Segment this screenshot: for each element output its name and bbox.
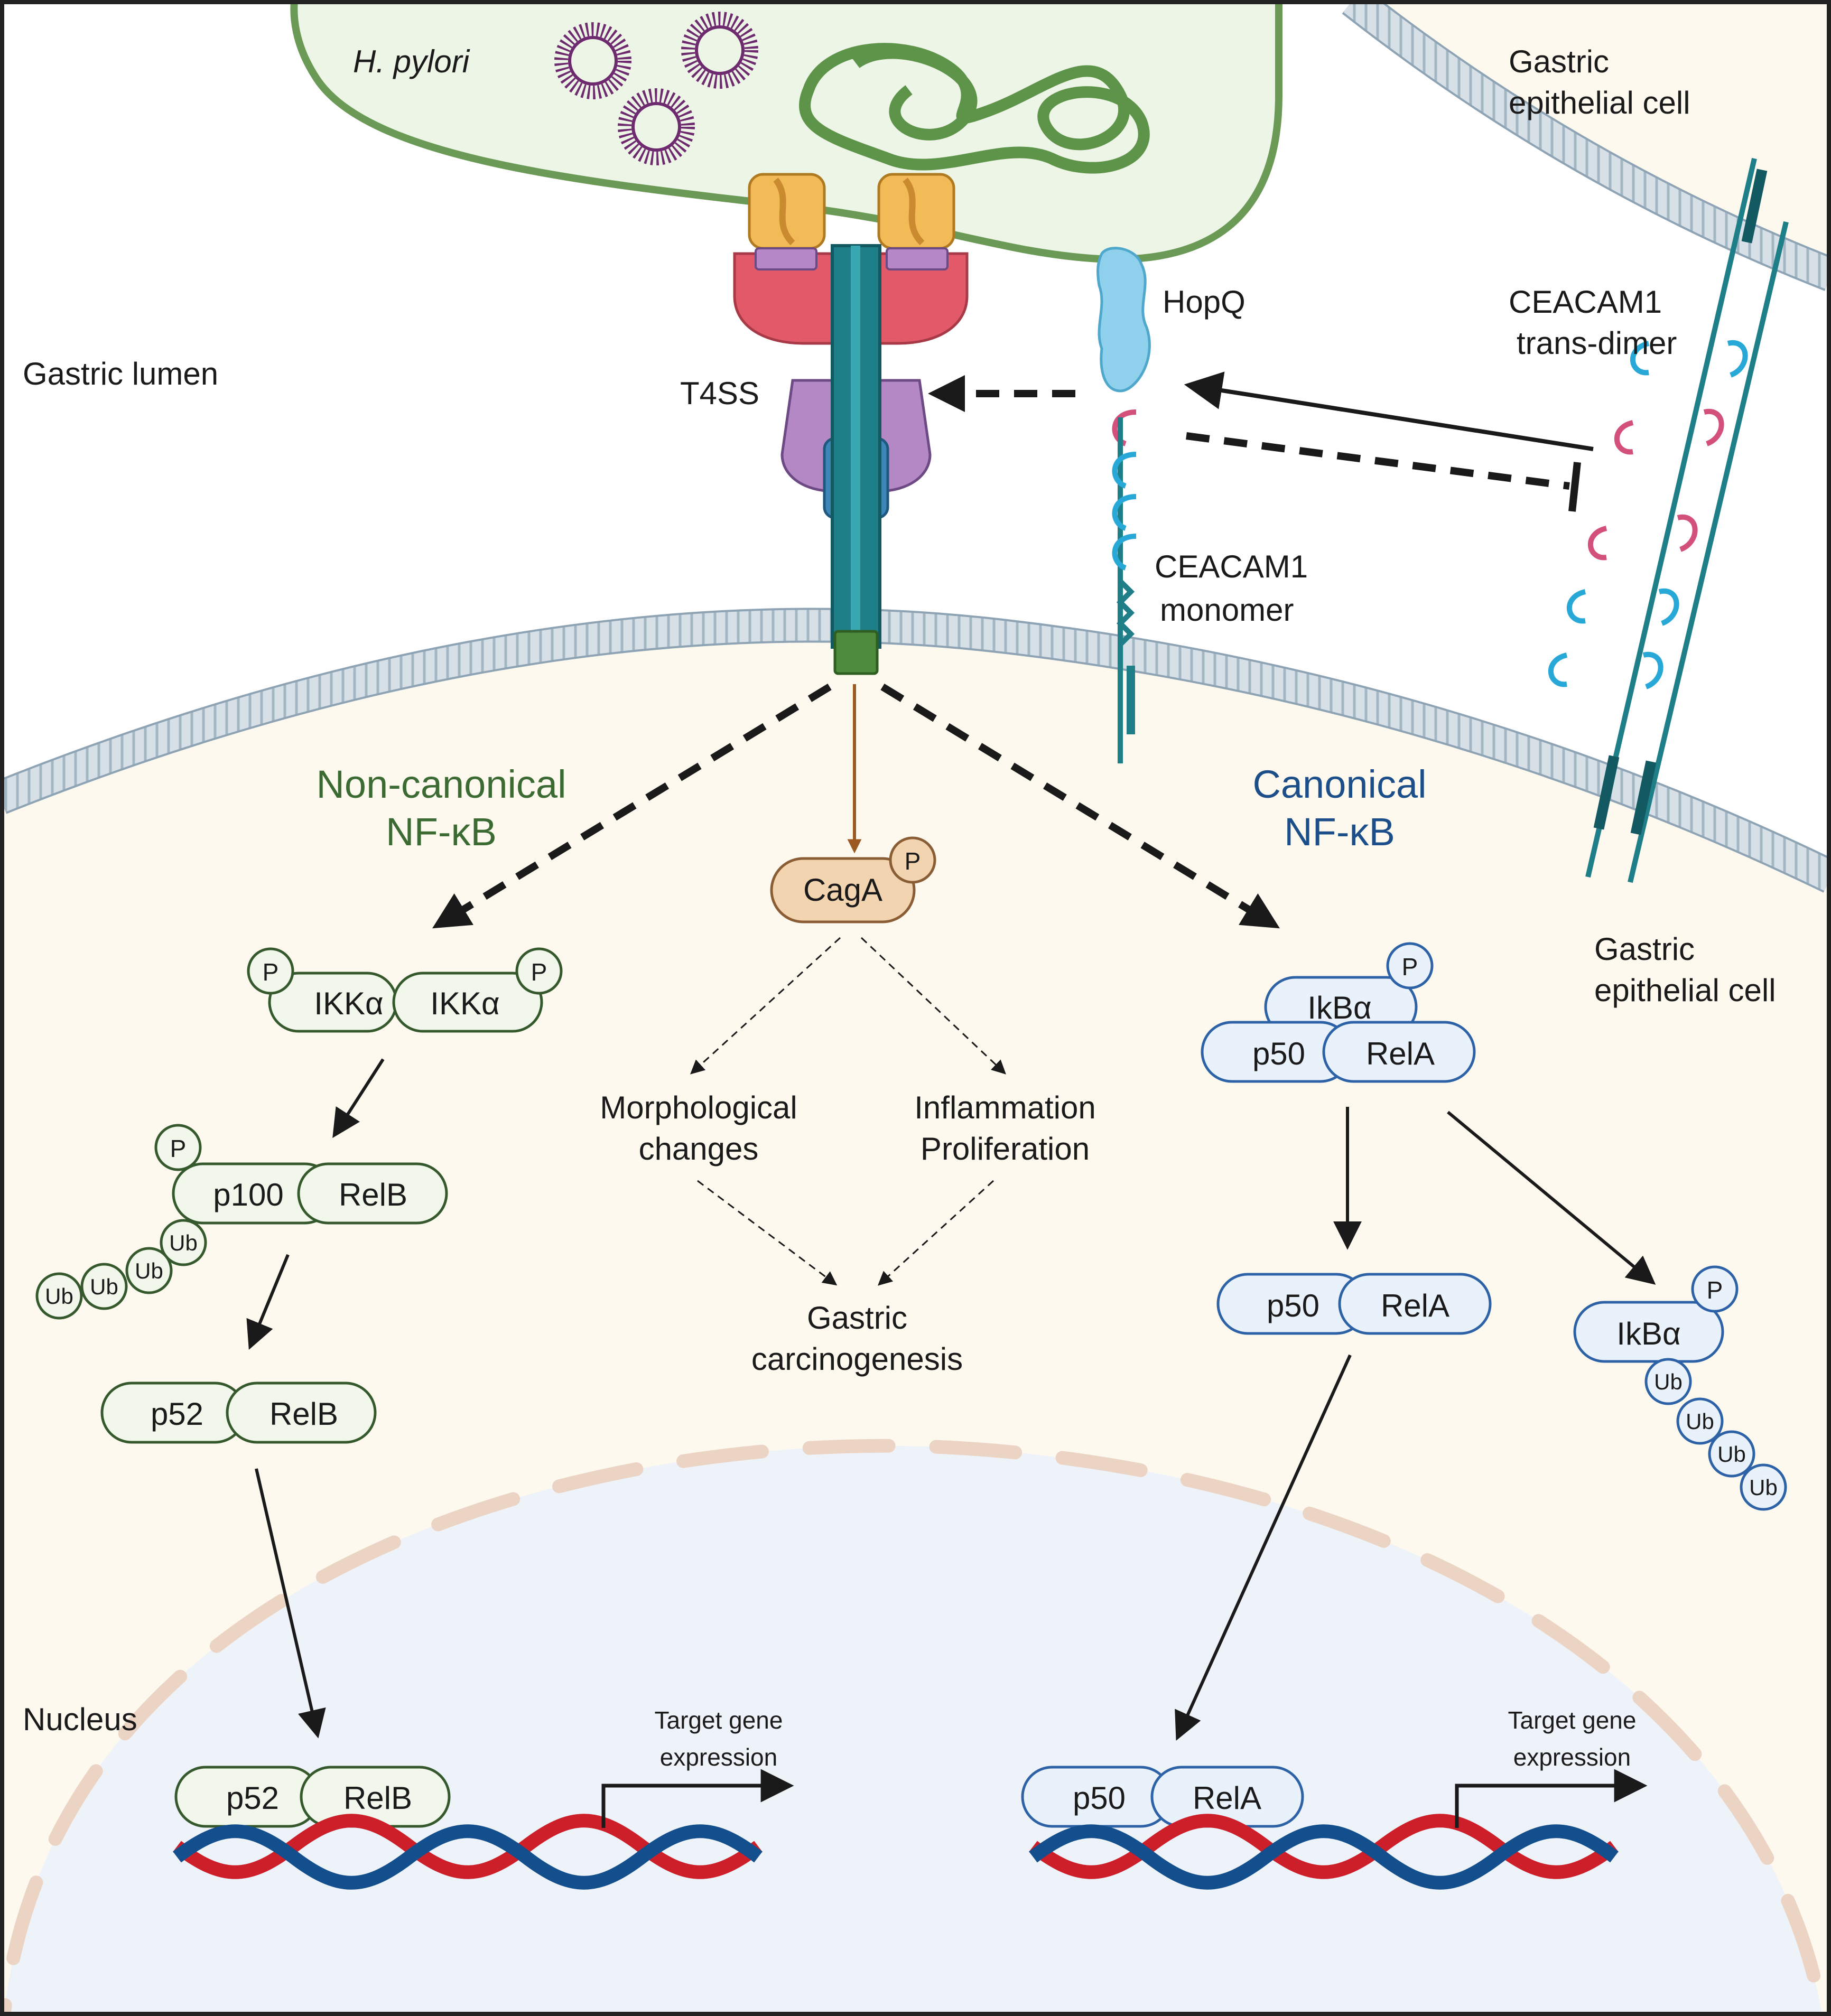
hopq-label: HopQ [1163,284,1246,320]
t4ss-complex [733,173,969,675]
outer-membrane-vesicles [554,12,758,165]
dna-double-helix-right [1029,1814,1619,1890]
arrow-p100-to-p52 [246,1254,290,1350]
arrow-ikka-to-p100 [332,1058,385,1138]
target-gene-left-1: Target gene [655,1706,783,1734]
caga-label: CagA [803,872,882,908]
p52-relb-complex: p52 RelB [100,1382,377,1444]
p100-label: p100 [213,1177,283,1212]
noncanonical-title-2: NF-κB [386,810,497,854]
rela-label-3: RelA [1193,1780,1261,1816]
arrow-t4ss-to-noncanonical [432,684,832,929]
target-gene-left-2: expression [660,1743,777,1771]
transcription-start-arrow-left [601,1769,794,1828]
ub-label-6: Ub [1686,1409,1714,1434]
gastric-cell-right-label-1: Gastric [1594,931,1695,967]
p100-ubiquitin-chain: Ub Ub Ub Ub [35,1219,207,1320]
p100-relb-complex: p100 RelB P [154,1124,448,1225]
arrow-p52-to-nucleus [255,1468,326,1739]
arrow-morph-to-carcino [697,1180,838,1286]
ceacam1-monomer-label-2: monomer [1160,592,1294,628]
bacterial-chromosome [799,43,1150,174]
p52-relb-nuclear: p52 RelB [174,1766,451,1828]
relb-label-3: RelB [343,1780,412,1816]
arrow-caga-to-morph [690,937,841,1075]
ub-label-4: Ub [45,1284,73,1309]
arrow-complex-to-ikba [1447,1110,1656,1285]
p50-label-2: p50 [1267,1288,1319,1323]
arrow-p50-rela-to-nucleus [1175,1354,1352,1741]
nuclear-envelope [0,1439,1829,2016]
ceacam1-receptor [1112,409,1137,763]
ikka-label-2: IKKα [430,986,499,1021]
inhibit-bar [1568,462,1581,512]
relb-label-2: RelB [269,1396,338,1432]
arrow-infl-to-carcino [878,1180,994,1286]
ikba-label-2: IkBα [1616,1316,1680,1351]
ceacam1-monomer-label-1: CEACAM1 [1155,549,1308,584]
arrow-t4ss-to-canonical [880,684,1280,929]
p50-label-1: p50 [1252,1036,1305,1071]
transcription-start-arrow-right [1455,1769,1648,1828]
ub-label-1: Ub [169,1230,198,1255]
nucleus-label: Nucleus [23,1702,137,1737]
carcinogenesis-label-2: carcinogenesis [751,1341,963,1377]
ikka-phospho-2: P [531,958,547,986]
morph-label-2: changes [639,1131,759,1166]
p52-label-2: p52 [226,1780,279,1816]
p50-rela-cytoplasm: p50 RelA [1216,1273,1492,1335]
ikka-dimer: IKKα IKKα P P [247,947,563,1033]
ceacam1-trans-label-1: CEACAM1 [1509,284,1662,320]
ub-label-2: Ub [135,1258,163,1283]
gastric-lumen-label: Gastric lumen [23,356,218,391]
ikka-label-1: IKKα [314,986,383,1021]
p100-phospho: P [170,1135,187,1162]
ikba-p50-rela-complex: P IkBα p50 RelA [1201,942,1476,1083]
relb-label-1: RelB [339,1177,407,1212]
h-pylori-label: H. pylori [353,44,470,79]
morph-label-1: Morphological [600,1090,797,1125]
rela-label-1: RelA [1366,1036,1435,1071]
ikka-phospho-1: P [263,958,279,986]
dna-double-helix [173,1814,763,1890]
ikba-phospho-2: P [1707,1276,1723,1304]
t4ss-label: T4SS [680,376,759,411]
ceacam1-trans-label-2: trans-dimer [1517,325,1677,361]
canonical-title-1: Canonical [1252,762,1426,806]
ub-label-7: Ub [1717,1442,1746,1467]
gastric-cell-top-label-1: Gastric [1509,44,1609,79]
ikba-label-1: IkBα [1307,990,1371,1025]
gastric-cell-top-label-2: epithelial cell [1509,85,1690,120]
carcinogenesis-label-1: Gastric [807,1300,907,1336]
caga-protein: CagA P [770,836,936,923]
target-gene-right-2: expression [1513,1743,1631,1771]
gastric-cell-right-label-2: epithelial cell [1594,973,1776,1008]
p50-rela-nuclear: p50 RelA [1021,1766,1304,1828]
ub-label-5: Ub [1654,1369,1683,1394]
ikba-ubiquitin-chain: Ub Ub Ub Ub [1644,1358,1787,1511]
ub-label-3: Ub [90,1274,118,1299]
arrow-transdimer-to-hopq [1184,371,1594,451]
inflammation-label: Inflammation [914,1090,1095,1125]
ub-label-8: Ub [1749,1475,1778,1500]
p52-label-1: p52 [151,1396,203,1432]
ikba-degraded: IkBα P [1573,1265,1739,1363]
inhibit-transdimer-to-monomer [1186,432,1570,490]
caga-phospho-label: P [905,847,921,875]
noncanonical-title-1: Non-canonical [316,762,566,806]
arrow-caga-to-infl [860,937,1006,1075]
target-gene-right-1: Target gene [1508,1706,1637,1734]
hopq-adhesin [1096,247,1151,393]
ikba-phospho-1: P [1402,953,1418,981]
canonical-title-2: NF-κB [1284,810,1395,854]
proliferation-label: Proliferation [921,1131,1090,1166]
rela-label-2: RelA [1381,1288,1449,1323]
p50-label-3: p50 [1073,1780,1126,1816]
ceacam1-trans-dimer [1548,157,1789,883]
